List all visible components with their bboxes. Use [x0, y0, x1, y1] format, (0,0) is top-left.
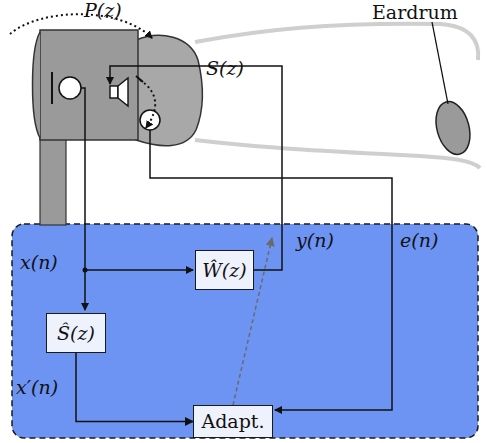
ear-tip [136, 35, 202, 145]
earbud-housing [40, 30, 138, 140]
reference-mic [59, 77, 81, 99]
box-label: Ŝ(z) [57, 323, 95, 344]
junction [83, 268, 88, 273]
signal-label: Eardrum [372, 2, 458, 23]
speaker [118, 78, 128, 106]
signal-label: P(z) [84, 0, 122, 21]
leader-line [432, 22, 448, 104]
processing-region [12, 224, 478, 438]
signal-connector [76, 353, 193, 422]
primary-path [10, 14, 152, 38]
mic-grille [51, 72, 53, 104]
secondary-path [140, 80, 155, 128]
process-box: Ŝ(z) [46, 313, 106, 353]
signal-label: x(n) [20, 252, 58, 273]
wire [70, 88, 85, 310]
process-box: Ŵ(z) [195, 250, 254, 290]
process-box: Adapt. [193, 405, 273, 438]
earbud-cap [33, 32, 41, 138]
signal-label: e(n) [400, 230, 438, 251]
signal-label: x′(n) [16, 377, 58, 398]
box-label: Adapt. [201, 411, 264, 432]
signal-label: S(z) [206, 58, 244, 79]
speaker [110, 86, 118, 98]
wire [110, 66, 282, 270]
eardrum [431, 98, 476, 158]
secondary-path [136, 76, 143, 82]
wire [150, 120, 392, 410]
earbud-stem [40, 135, 66, 225]
box-label: Ŵ(z) [202, 260, 246, 281]
ear-canal [195, 140, 480, 168]
wire [85, 269, 193, 271]
signal-label: y(n) [296, 230, 334, 251]
